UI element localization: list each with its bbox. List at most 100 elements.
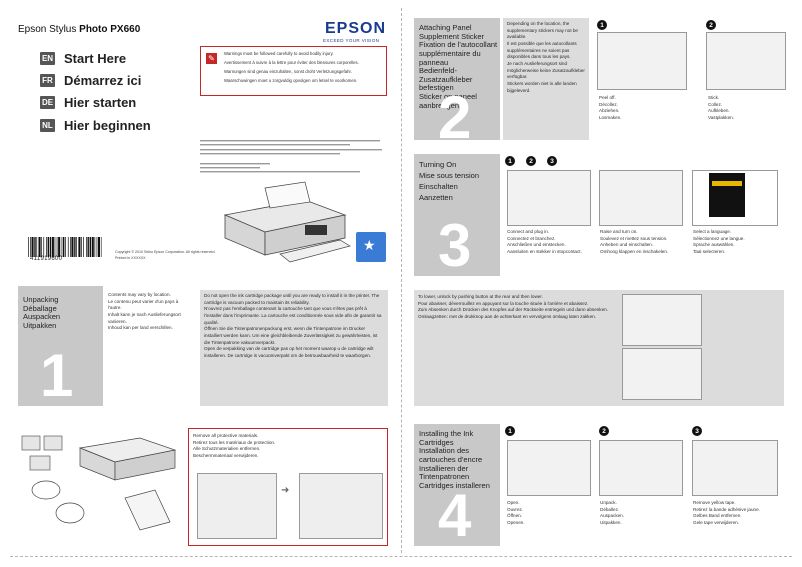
epson-tagline: EXCEED YOUR VISION [323, 38, 380, 43]
step2-sub1-fr: Décollez. [599, 101, 618, 107]
fine-print-block-2 [200, 163, 385, 175]
sticker-note-en: Depending on the location, the supplemen… [507, 21, 578, 40]
model-label: Photo PX660 [79, 24, 141, 35]
step2-sub2-de: Aufkleben. [708, 108, 730, 114]
remove-protective-text: Remove all protective materials. Retirez… [193, 433, 333, 460]
cartridge-notice-de: Öffnen Sie die Tintenpatronenpackung ers… [204, 326, 378, 345]
remove-protective-de: Alle Schutzmaterialien entfernen. [193, 446, 261, 452]
barcode-bar [74, 237, 76, 257]
step3-badge-1: 1 [505, 156, 515, 166]
sticker-note-fr: Il est possible que les autocollants sup… [507, 40, 577, 60]
language-row-en: EN Start Here [40, 51, 126, 66]
barcode-bar [87, 237, 89, 257]
step1-title-nl: Uitpakken [23, 320, 57, 330]
barcode-bar [78, 237, 81, 257]
barcode-bar [49, 237, 52, 257]
warning-icon: ✎ [206, 53, 217, 64]
lang-title-fr: Démarrez ici [64, 72, 142, 88]
step3-sub3: Select a language. Sélectionnez une lang… [693, 229, 781, 256]
bottom-fold-line [10, 556, 792, 557]
barcode-bar [47, 237, 49, 257]
warnings-box: ✎ Warnings must be followed carefully to… [200, 46, 387, 96]
lower-panel-note-nl: Omlaagzetten: met de drukknop aan de ach… [418, 313, 596, 319]
sticker-note-text: Depending on the location, the supplemen… [507, 21, 587, 94]
sticker-peel-illustration [597, 32, 687, 90]
barcode-bar [98, 237, 101, 257]
sticker-note-box: Depending on the location, the supplemen… [503, 18, 589, 140]
step1-contents-nl: Inhoud kan per land verschillen. [108, 325, 173, 331]
lower-panel-note-box: To lower, unlock by pushing button at th… [414, 290, 784, 406]
copyright-text: Copyright © 2010 Seiko Epson Corporation… [115, 250, 216, 254]
step3-sub2: Raise and turn on. Soulevez et mettez so… [600, 229, 688, 256]
step2-sub1: Peel off. Décollez. Abziehen. Losmaken. [599, 95, 679, 122]
step3-sub3-de: Sprache auswählen. [693, 242, 735, 248]
step4-sub1-en: Open. [507, 500, 520, 505]
remove-tape-illustration [692, 440, 778, 496]
step1-panel: Unpacking Déballage Auspacken Uitpakken … [18, 286, 103, 406]
step3-sub1: Connect and plug in. Connectez et branch… [507, 229, 595, 256]
step2-panel: Attaching Panel Supplement Sticker Fixat… [414, 18, 500, 148]
barcode-bar [28, 237, 29, 257]
step3-badge-3: 3 [547, 156, 557, 166]
step2-title-en: Attaching Panel Supplement Sticker [419, 23, 485, 41]
power-connect-illustration [507, 170, 591, 226]
step4-sub1-de: Öffnen. [507, 513, 522, 519]
arrow-right-icon: ➜ [281, 485, 290, 496]
step3-sub3-nl: Taal selecteren. [693, 248, 726, 254]
tape-photo-2 [299, 473, 383, 539]
step4-title-de: Installieren der Tintenpatronen [419, 463, 470, 482]
barcode-bar [65, 237, 66, 257]
barcode-bar [83, 237, 84, 257]
barcode-bar [36, 237, 38, 257]
step3-sub1-fr: Connectez et branchez. [507, 235, 556, 241]
lower-panel-note-fr: Pour abaisser, déverrouillez en appuyant… [418, 300, 589, 306]
box-contents-illustration [20, 428, 180, 546]
step4-badge-2: 2 [599, 426, 609, 436]
barcode-bar [67, 237, 69, 257]
lcd-screen [709, 173, 745, 217]
step4-title-fr: Installation des cartouches d'encre [419, 446, 483, 464]
epson-logo: EPSON [325, 20, 387, 37]
step3-sub2-nl: Omhoog klappen en inschakelen. [600, 248, 669, 254]
language-select-illustration [692, 170, 778, 226]
step4-sub3-de: Gelbes Band entfernen. [693, 513, 742, 519]
language-row-fr: FR Démarrez ici [40, 72, 142, 88]
step3-sub1-en: Connect and plug in. [507, 229, 550, 234]
warnings-text: Warnings must be followed carefully to a… [224, 51, 384, 87]
step3-sub2-en: Raise and turn on. [600, 229, 638, 234]
step3-title-nl: Aanzetten [419, 192, 453, 202]
step2-sub2-en: Stick. [708, 95, 720, 100]
barcode-bar [51, 237, 54, 257]
barcode-number: 411919600 [30, 256, 63, 262]
sticker-note-nl: Stickers worden niet in alle landen bijg… [507, 80, 577, 93]
step4-title-nl: Cartridges installeren [419, 480, 490, 490]
cartridge-notice-en: Do not open the ink cartridge package un… [204, 293, 380, 305]
barcode-bar [71, 237, 74, 257]
barcode-bar [76, 237, 77, 257]
lang-code-nl: NL [40, 118, 55, 132]
step4-badge-1: 1 [505, 426, 515, 436]
step4-sub2-en: Unpack. [600, 500, 617, 505]
step3-panel: Turning On Mise sous tension Einschalten… [414, 154, 500, 276]
barcode-bar [54, 237, 56, 257]
warning-de: Warnungen sind genau einzuhalten, sonst … [224, 69, 352, 75]
step1-title-en: Unpacking [23, 295, 59, 304]
barcode-bar [56, 237, 58, 257]
fine-print-block-1 [200, 140, 385, 158]
step2-number: 2 [438, 84, 472, 151]
step4-sub1-fr: Ouvrez. [507, 506, 524, 512]
step4-sub3: Remove yellow tape. Retirez la bande adh… [693, 500, 783, 527]
step3-sub2-de: Anheben und einschalten. [600, 242, 654, 248]
product-name: Epson Stylus Photo PX660 [18, 24, 140, 35]
lower-panel-note-de: Zum Absenken durch Drücken des Knopfes a… [418, 307, 608, 313]
step3-sub2-fr: Soulevez et mettez sous tension. [600, 235, 668, 241]
sticker-apply-illustration [706, 32, 786, 90]
step3-sub3-fr: Sélectionnez une langue. [693, 235, 745, 241]
barcode-bar [63, 237, 65, 257]
barcode-bar [96, 237, 98, 257]
step1-titles: Unpacking Déballage Auspacken Uitpakken [23, 295, 101, 331]
cartridge-notice-text: Do not open the ink cartridge package un… [204, 293, 384, 360]
step3-title-de: Einschalten [419, 181, 458, 191]
lang-code-en: EN [40, 51, 55, 65]
step4-sub3-fr: Retirez la bande adhésive jaune. [693, 506, 760, 512]
